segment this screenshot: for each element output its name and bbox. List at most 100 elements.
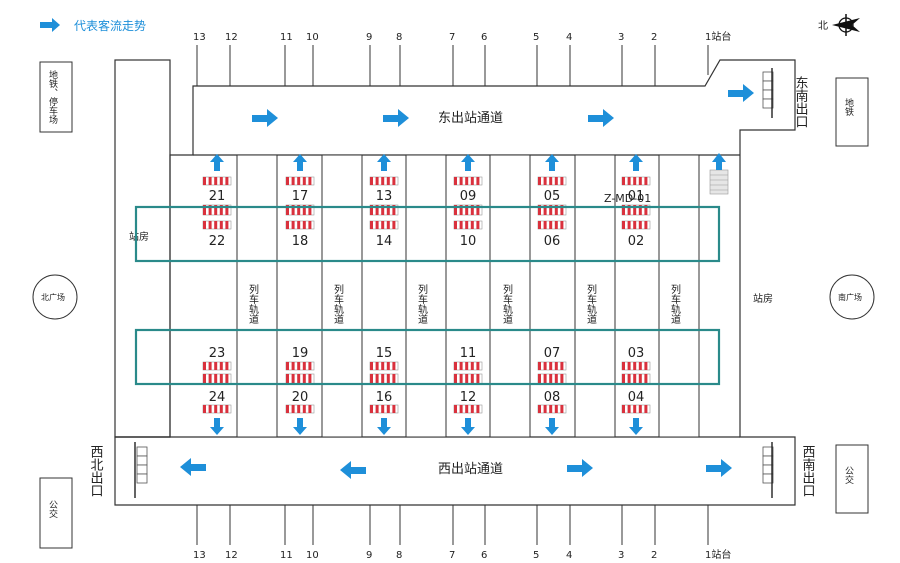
station-house-right: 站房 — [753, 292, 773, 305]
exit-northwest: 西北出口 — [88, 445, 104, 497]
gate-number: 01 — [628, 189, 645, 204]
track-numbers-top: 13 12 11 10 9 8 7 6 5 4 3 2 1站台 — [193, 30, 731, 43]
gate-block — [537, 204, 567, 216]
flow-arrow-up-icon — [377, 154, 391, 171]
gate-block — [621, 373, 651, 385]
flow-arrow-down-icon — [293, 418, 307, 435]
track-number: 4 — [566, 550, 572, 561]
track-number: 3 — [618, 550, 624, 561]
flow-arrow-down-icon — [210, 418, 224, 435]
gate-block — [537, 176, 567, 186]
flow-arrow-down-icon — [545, 418, 559, 435]
zone-label: Z-MD-01 — [604, 192, 651, 205]
flow-arrow-right-icon — [728, 84, 754, 102]
gate-block — [369, 404, 399, 414]
gate-block — [202, 373, 232, 385]
gate-block — [453, 361, 483, 371]
flow-arrow-right-icon — [252, 109, 278, 127]
gate-number: 17 — [292, 189, 309, 204]
bus-right-box — [835, 444, 869, 514]
legend-text: 代表客流走势 — [74, 18, 146, 33]
bus-left-label: 公交 — [47, 500, 58, 519]
gate-block — [537, 404, 567, 414]
gate-number: 19 — [292, 346, 309, 361]
gate-block — [285, 373, 315, 385]
highlight-zone-upper[interactable] — [134, 205, 721, 263]
metro-label: 地铁 — [843, 97, 854, 117]
gate-block — [202, 220, 232, 230]
gate-number: 10 — [460, 234, 477, 249]
gate-block — [202, 204, 232, 216]
gate-block — [285, 220, 315, 230]
track-number: 6 — [481, 550, 487, 561]
metro-box — [835, 77, 869, 147]
gate-block — [202, 361, 232, 371]
flow-arrow-right-icon — [588, 109, 614, 127]
track-number: 9 — [366, 32, 372, 43]
track-label: 列车轨道 — [247, 283, 259, 324]
gate-block — [453, 220, 483, 230]
track-number: 5 — [533, 550, 539, 561]
gate-block — [202, 176, 232, 186]
gate-number: 11 — [460, 346, 477, 361]
gate-block — [369, 176, 399, 186]
gate-block — [369, 373, 399, 385]
south-plaza-label: 南广场 — [838, 292, 862, 302]
platforms — [236, 154, 700, 438]
gate-block — [453, 176, 483, 186]
track-number: 11 — [280, 550, 293, 561]
gate-block — [621, 220, 651, 230]
gate-block — [453, 404, 483, 414]
gate-number: 15 — [376, 346, 393, 361]
station-house-left: 站房 — [129, 230, 149, 243]
gate-number: 04 — [628, 390, 645, 405]
gate-block — [537, 220, 567, 230]
flow-arrow-left-icon — [340, 461, 366, 479]
compass-icon — [832, 14, 860, 36]
gate-block — [621, 404, 651, 414]
north-label: 北 — [818, 20, 828, 32]
gate-number: 02 — [628, 234, 645, 249]
legend-arrow-icon — [40, 18, 60, 32]
flow-arrow-left-icon — [180, 458, 206, 476]
track-number: 12 — [225, 32, 238, 43]
gate-block — [285, 361, 315, 371]
track-number: 1站台 — [705, 30, 731, 43]
north-compass: 北 — [818, 14, 860, 36]
gate-number: 05 — [544, 189, 561, 204]
east-corridor-label: 东出站通道 — [438, 111, 503, 126]
track-number: 10 — [306, 32, 319, 43]
track-number: 4 — [566, 32, 572, 43]
track-number: 7 — [449, 550, 455, 561]
gate-number: 09 — [460, 189, 477, 204]
south-plaza-circle — [829, 274, 875, 320]
gate-number: 08 — [544, 390, 561, 405]
track-number: 13 — [193, 32, 206, 43]
track-number: 5 — [533, 32, 539, 43]
flow-arrow-up-icon — [293, 154, 307, 171]
track-number: 10 — [306, 550, 319, 561]
gate-block — [621, 361, 651, 371]
gate-number: 03 — [628, 346, 645, 361]
flow-arrows — [180, 84, 754, 479]
gate-number: 21 — [209, 189, 226, 204]
gate-number: 14 — [376, 234, 393, 249]
flow-arrow-down-icon — [377, 418, 391, 435]
gate-block — [369, 220, 399, 230]
flow-arrow-down-icon — [629, 418, 643, 435]
flow-arrow-right-icon — [383, 109, 409, 127]
track-label: 列车轨道 — [585, 283, 597, 324]
gates: 2122232417181920131415160910111205060708… — [202, 176, 651, 414]
stair-icon — [709, 153, 729, 195]
bus-right-label: 公交 — [843, 466, 854, 485]
gate-number: 07 — [544, 346, 561, 361]
gate-block — [285, 404, 315, 414]
track-number: 7 — [449, 32, 455, 43]
gate-block — [621, 204, 651, 216]
track-label: 列车轨道 — [332, 283, 344, 324]
highlight-zone-lower[interactable] — [134, 328, 721, 386]
track-label: 列车轨道 — [669, 283, 681, 324]
flow-arrow-up-icon — [545, 154, 559, 171]
track-number: 11 — [280, 32, 293, 43]
